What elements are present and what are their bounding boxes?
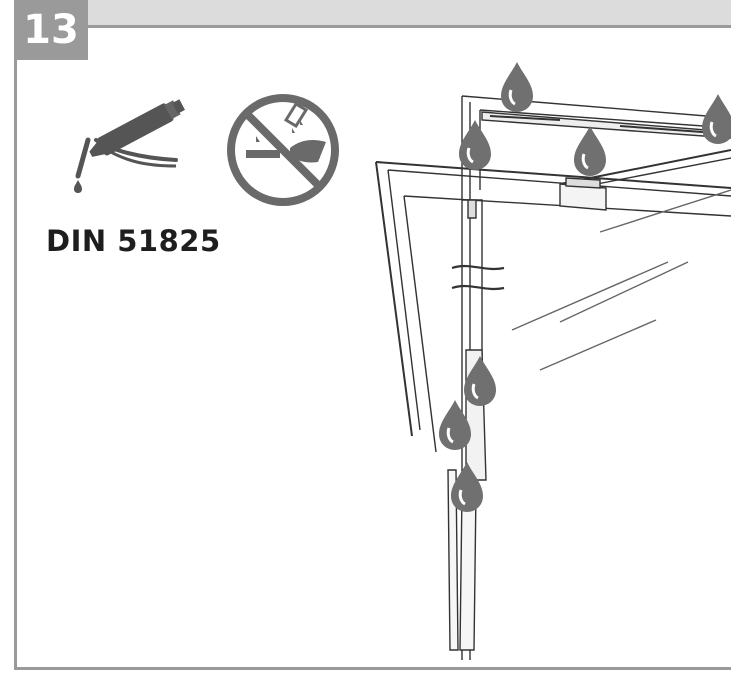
- lubricant-standard-label: DIN 51825: [46, 224, 221, 258]
- grease-drop-icon: [459, 120, 491, 170]
- step-number-badge: 13: [14, 0, 88, 60]
- grease-gun-icon: [74, 99, 185, 193]
- window-sash-illustration: [375, 95, 731, 660]
- grease-drop-icon: [501, 62, 533, 112]
- frame-left-border: [14, 60, 17, 670]
- grease-drop-icon: [464, 356, 496, 406]
- grease-drop-icon: [439, 400, 471, 450]
- grease-drops: [439, 62, 731, 512]
- no-acid-prohibition-icon: [227, 94, 339, 206]
- grease-drop-icon: [702, 94, 731, 144]
- grease-drop-icon: [574, 126, 606, 176]
- step-header-bar: [88, 0, 731, 28]
- frame-bottom-border: [14, 667, 731, 670]
- grease-drop-icon: [451, 462, 483, 512]
